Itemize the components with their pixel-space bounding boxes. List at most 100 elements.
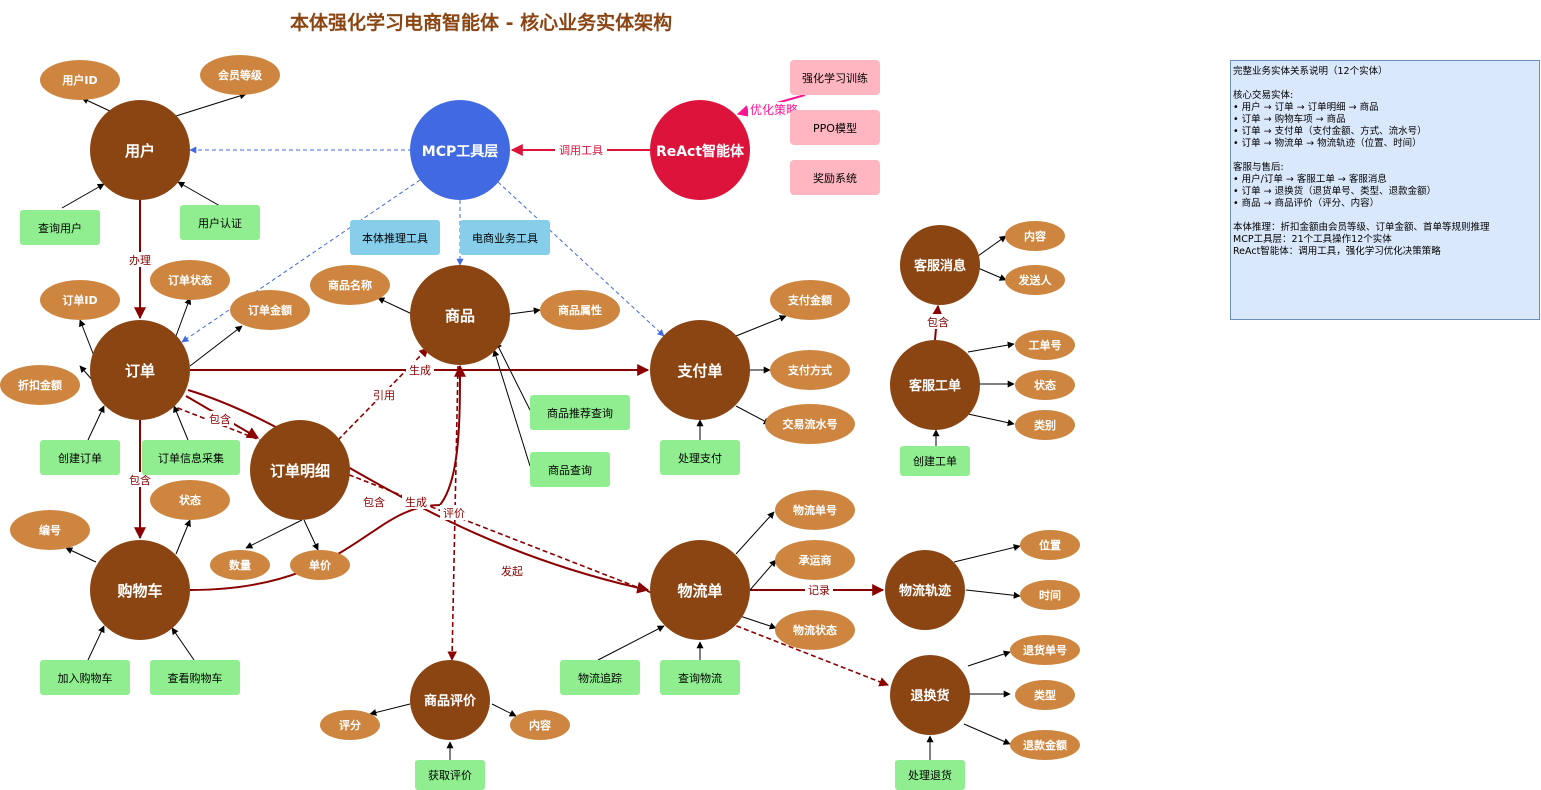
label-reference: 引用 <box>373 388 395 402</box>
attr-carrier: 承运商 <box>775 540 855 580</box>
tool-query-logistics[interactable]: 查询物流 <box>660 660 740 695</box>
edge-cart-no <box>65 547 97 563</box>
entity-service-msg-label: 客服消息 <box>914 258 966 274</box>
tool-add-cart[interactable]: 加入购物车 <box>40 660 130 695</box>
edge-order-logistics <box>187 389 650 594</box>
entity-user[interactable]: 用户 <box>90 100 190 200</box>
attr-product-name-label: 商品名称 <box>328 278 372 292</box>
edge-payment-trade <box>735 405 771 425</box>
tool-query-product-label: 商品查询 <box>548 463 592 477</box>
reward-system-box[interactable]: 奖励系统 <box>790 160 880 195</box>
attr-ticket-status-label: 状态 <box>1034 378 1056 392</box>
entity-payment[interactable]: 支付单 <box>650 320 750 420</box>
attr-cart-status-label: 状态 <box>179 493 201 507</box>
tool-process-return[interactable]: 处理退货 <box>895 760 965 790</box>
rl-training-box[interactable]: 强化学习训练 <box>790 60 880 95</box>
label-contains-msg: 包含 <box>927 315 949 329</box>
attr-logistics-status-label: 物流状态 <box>793 623 837 637</box>
entity-order[interactable]: 订单 <box>90 320 190 420</box>
entity-cart[interactable]: 购物车 <box>90 540 190 640</box>
label-contains-product: 包含 <box>363 495 385 509</box>
attr-review-content-label: 内容 <box>529 718 551 732</box>
entity-product-label: 商品 <box>445 307 475 325</box>
attr-cart-no-label: 编号 <box>39 523 61 537</box>
tool-view-cart[interactable]: 查看购物车 <box>150 660 240 695</box>
label-contains-orderitem: 包含 <box>209 412 231 426</box>
edge-user-userid <box>81 97 113 113</box>
entity-order-item[interactable]: 订单明细 <box>250 420 350 520</box>
label-generate-logistics: 生成 <box>405 495 427 509</box>
attr-return-no-label: 退货单号 <box>1023 643 1067 657</box>
attr-location: 位置 <box>1020 530 1080 560</box>
edge-review-content <box>491 703 517 717</box>
tool-create-ticket-label: 创建工单 <box>913 454 957 468</box>
tool-group-ecommerce[interactable]: 电商业务工具 <box>460 220 550 255</box>
page-title: 本体强化学习电商智能体 - 核心业务实体架构 <box>290 12 673 34</box>
tool-create-order[interactable]: 创建订单 <box>40 440 120 475</box>
attr-pay-amount-label: 支付金额 <box>787 293 832 307</box>
ppo-model-box[interactable]: PPO模型 <box>790 110 880 145</box>
attr-product-name: 商品名称 <box>310 265 390 305</box>
entity-return-label: 退换货 <box>910 688 949 704</box>
tool-view-cart-label: 查看购物车 <box>168 671 223 685</box>
notes-line: 核心交易实体: <box>1233 90 1294 101</box>
tool-create-ticket[interactable]: 创建工单 <box>900 446 970 476</box>
label-call-tool: 调用工具 <box>559 144 603 157</box>
attr-location-label: 位置 <box>1039 538 1061 552</box>
tool-process-pay-label: 处理支付 <box>678 452 722 465</box>
edge-ticket-type <box>967 413 1015 427</box>
tool-group-ontology-label: 本体推理工具 <box>362 231 428 245</box>
attr-pay-amount: 支付金额 <box>770 280 850 320</box>
edge-track-location <box>953 544 1021 563</box>
edge-recommend-product <box>495 341 531 411</box>
entity-return[interactable]: 退换货 <box>890 655 970 735</box>
tool-recommend[interactable]: 商品推荐查询 <box>530 395 630 430</box>
react-agent-label: ReAct智能体 <box>656 143 745 160</box>
notes-line: 客服与售后: <box>1233 162 1284 173</box>
entity-review[interactable]: 商品评价 <box>410 660 490 740</box>
attr-discount-label: 折扣金额 <box>18 378 62 392</box>
attr-refund: 退款金额 <box>1010 730 1080 760</box>
attr-qty-label: 数量 <box>229 558 251 572</box>
tool-collect-order-label: 订单信息采集 <box>158 451 224 465</box>
tool-collect-order[interactable]: 订单信息采集 <box>142 440 240 475</box>
entity-track[interactable]: 物流轨迹 <box>885 550 965 630</box>
react-agent[interactable]: ReAct智能体 <box>650 100 750 200</box>
reward-system-label: 奖励系统 <box>813 171 857 185</box>
attr-carrier-label: 承运商 <box>799 553 832 567</box>
tool-get-review[interactable]: 获取评价 <box>415 760 485 790</box>
notes-line <box>1233 210 1537 222</box>
attr-time-label: 时间 <box>1039 588 1061 602</box>
tool-process-pay[interactable]: 处理支付 <box>660 440 740 475</box>
rl-training-label: 强化学习训练 <box>802 71 868 85</box>
edge-payment-amount <box>735 315 787 337</box>
tool-query-product[interactable]: 商品查询 <box>530 452 610 487</box>
tool-auth-user-label: 用户认证 <box>198 216 242 230</box>
tool-track-logistics[interactable]: 物流追踪 <box>560 660 640 695</box>
edge-msg-content <box>977 235 1007 257</box>
notes-line: • 订单 → 购物车项 → 商品 <box>1233 114 1346 125</box>
tool-auth-user[interactable]: 用户认证 <box>180 205 260 240</box>
ppo-model-label: PPO模型 <box>813 121 857 135</box>
edge-orderitem-qty <box>245 519 303 549</box>
tool-query-user[interactable]: 查询用户 <box>20 210 100 245</box>
edge-msg-sender <box>977 267 1007 281</box>
edge-createorder-order <box>87 405 105 441</box>
tool-group-ontology[interactable]: 本体推理工具 <box>350 220 440 255</box>
edge-mcp-payment <box>497 181 665 337</box>
mcp-tool-layer[interactable]: MCP工具层 <box>410 100 510 200</box>
attr-qty: 数量 <box>210 550 270 580</box>
edge-authuser-user <box>177 181 221 207</box>
mcp-tool-layer-label: MCP工具层 <box>422 144 498 160</box>
entity-logistics[interactable]: 物流单 <box>650 540 750 640</box>
attr-sender-label: 发送人 <box>1018 273 1053 287</box>
attr-unit-price: 单价 <box>290 550 350 580</box>
tool-track-logistics-label: 物流追踪 <box>578 671 622 685</box>
entity-service-msg[interactable]: 客服消息 <box>900 225 980 305</box>
entity-service-ticket[interactable]: 客服工单 <box>890 340 980 430</box>
entity-product[interactable]: 商品 <box>410 265 510 365</box>
attr-order-status: 订单状态 <box>150 260 230 300</box>
attr-logistics-no: 物流单号 <box>775 490 855 530</box>
attr-return-type: 类型 <box>1015 680 1075 710</box>
